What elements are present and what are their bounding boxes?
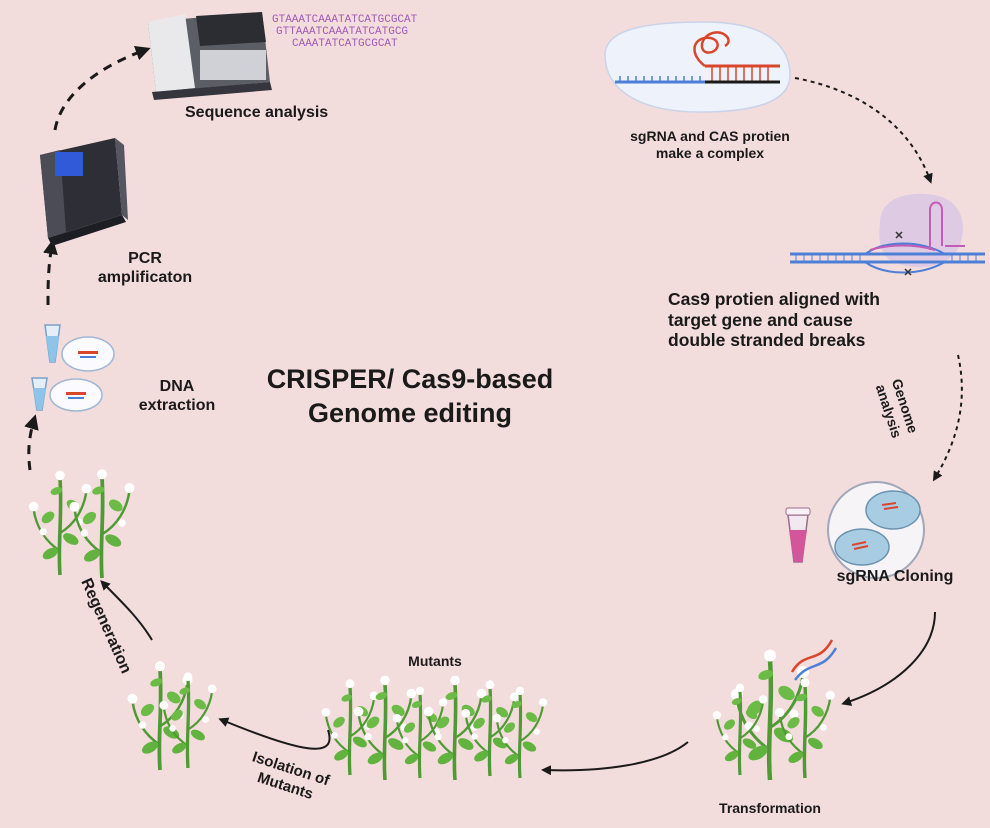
sequence-row-1: GTAAATCAAATATCATGCGCAT	[272, 14, 418, 26]
arrow-complex-to-cas9	[794, 77, 933, 184]
transformation-plant-illustration	[711, 639, 838, 780]
sgrna-cloning-illustration	[785, 481, 925, 579]
sgrna-cas-complex-illustration	[604, 21, 791, 113]
arrow-cas9-to-cloning	[932, 354, 963, 482]
mutants-plants-illustration	[319, 673, 549, 782]
isolated-mutant-plant-illustration	[125, 659, 219, 772]
label-cas9-alignment: Cas9 protien aligned with target gene an…	[668, 289, 978, 351]
cas9-line-3: double stranded breaks	[668, 330, 866, 351]
arrow-dna-to-pcr	[43, 239, 58, 306]
sequence-row-2: GTTAAATCAAATATCATGCG	[276, 26, 408, 38]
dna-line-2: extraction	[138, 396, 216, 414]
arrow-transformation-to-mutants	[541, 741, 689, 776]
arrow-regeneration-to-dna	[24, 414, 39, 471]
label-sequence-analysis: Sequence analysis	[185, 104, 329, 121]
label-mutants: Mutants	[408, 653, 462, 669]
sequencer-machine-illustration	[148, 12, 272, 100]
dna-line-1: DNA	[159, 378, 195, 395]
title-line-2: Genome editing	[307, 397, 513, 428]
sgrna-complex-line-1: sgRNA and CAS protien	[630, 128, 790, 144]
cas9-line-2: target gene and cause	[668, 309, 853, 330]
cas9-target-alignment-illustration	[790, 193, 985, 276]
title-line-1: CRISPER/ Cas9-based	[266, 364, 554, 394]
cas9-line-1: Cas9 protien aligned with	[668, 289, 880, 309]
arrow-cloning-to-transformation	[841, 611, 936, 706]
label-pcr-amplification: PCR amplificaton	[75, 250, 215, 288]
pcr-machine-illustration	[40, 138, 128, 246]
arrow-isolation-to-regeneration	[100, 580, 153, 641]
label-sgrna-cas-complex: sgRNA and CAS protien make a complex	[610, 128, 810, 161]
diagram-title: CRISPER/ Cas9-based Genome editing	[250, 363, 570, 431]
sequence-row-3: CAAATATCATGCGCAT	[292, 38, 398, 50]
arrow-pcr-to-sequencing	[53, 46, 151, 131]
arrow-mutants-to-isolation	[218, 717, 331, 750]
label-dna-extraction: DNA extraction	[122, 378, 232, 416]
label-sgrna-cloning: sgRNA Cloning	[836, 568, 954, 585]
sgrna-complex-line-2: make a complex	[655, 144, 765, 161]
pcr-line-1: PCR	[128, 250, 162, 267]
label-transformation: Transformation	[719, 800, 821, 816]
dna-extraction-illustration	[31, 324, 115, 412]
pcr-line-2: amplificaton	[97, 268, 193, 286]
sequence-text-ribbon: GTAAATCAAATATCATGCGCAT GTTAAATCAAATATCAT…	[272, 14, 418, 50]
